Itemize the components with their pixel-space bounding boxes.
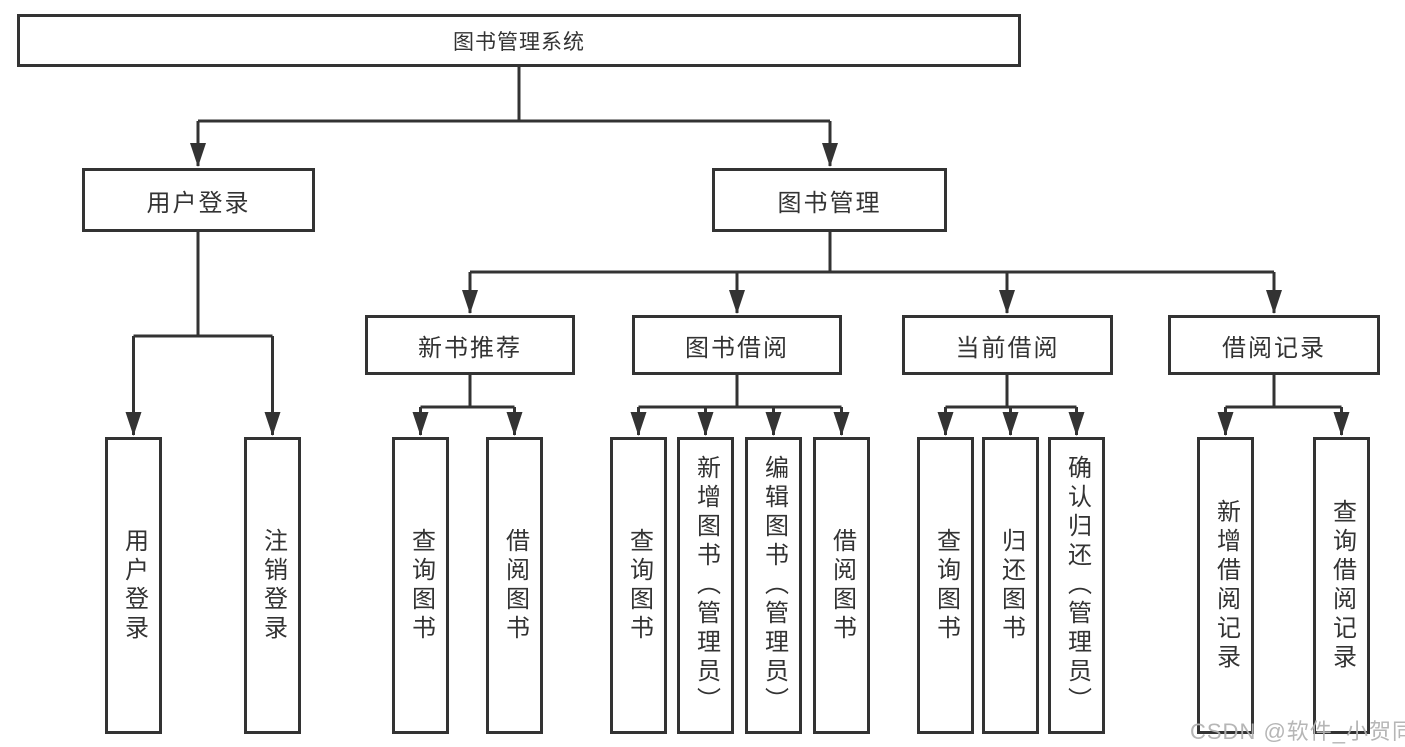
leaf-borrow-books-recommend: 借阅图书 [486, 437, 543, 734]
leaf-query-books-current-label: 查询图书 [932, 527, 960, 644]
leaf-borrow-books: 借阅图书 [813, 437, 870, 734]
leaf-query-books-recommend-label: 查询图书 [407, 527, 435, 644]
node-book-management: 图书管理 [712, 168, 947, 232]
node-new-book-recommendation: 新书推荐 [365, 315, 575, 375]
node-new-book-recommendation-label: 新书推荐 [418, 334, 522, 362]
leaf-edit-books-admin: 编辑图书（管理员） [745, 437, 802, 734]
leaf-query-borrow-record-label: 查询借阅记录 [1328, 498, 1356, 673]
leaf-query-books-borrowing-label: 查询图书 [625, 527, 653, 644]
node-root-label: 图书管理系统 [453, 30, 585, 54]
csdn-watermark: CSDN @软件_小贺同学 [1190, 719, 1405, 744]
node-book-borrowing-label: 图书借阅 [685, 334, 789, 362]
leaf-add-books-admin-label: 新增图书（管理员） [692, 455, 720, 716]
leaf-borrow-books-recommend-label: 借阅图书 [501, 527, 529, 644]
node-borrowing-records: 借阅记录 [1168, 315, 1380, 375]
leaf-user-login-label: 用户登录 [120, 527, 148, 644]
leaf-confirm-return-admin-label: 确认归还（管理员） [1063, 455, 1091, 716]
node-user-login: 用户登录 [82, 168, 315, 232]
leaf-logout: 注销登录 [244, 437, 301, 734]
node-current-borrowing-label: 当前借阅 [955, 334, 1060, 362]
leaf-query-borrow-record: 查询借阅记录 [1313, 437, 1370, 734]
node-current-borrowing: 当前借阅 [902, 315, 1113, 375]
node-book-borrowing: 图书借阅 [632, 315, 842, 375]
leaf-query-books-current: 查询图书 [917, 437, 974, 734]
node-borrowing-records-label: 借阅记录 [1222, 334, 1326, 362]
leaf-logout-label: 注销登录 [259, 527, 287, 644]
leaf-add-books-admin: 新增图书（管理员） [677, 437, 734, 734]
node-book-management-label: 图书管理 [777, 189, 882, 217]
leaf-return-books-label: 归还图书 [997, 527, 1025, 644]
leaf-user-login: 用户登录 [105, 437, 162, 734]
leaf-query-books-recommend: 查询图书 [392, 437, 449, 734]
leaf-add-borrow-record: 新增借阅记录 [1197, 437, 1254, 734]
leaf-query-books-borrowing: 查询图书 [610, 437, 667, 734]
leaf-confirm-return-admin: 确认归还（管理员） [1048, 437, 1105, 734]
leaf-edit-books-admin-label: 编辑图书（管理员） [760, 455, 788, 716]
node-root-system: 图书管理系统 [17, 14, 1021, 67]
node-user-login-label: 用户登录 [146, 189, 251, 217]
leaf-borrow-books-label: 借阅图书 [828, 527, 856, 644]
leaf-add-borrow-record-label: 新增借阅记录 [1212, 498, 1240, 673]
leaf-return-books: 归还图书 [982, 437, 1039, 734]
